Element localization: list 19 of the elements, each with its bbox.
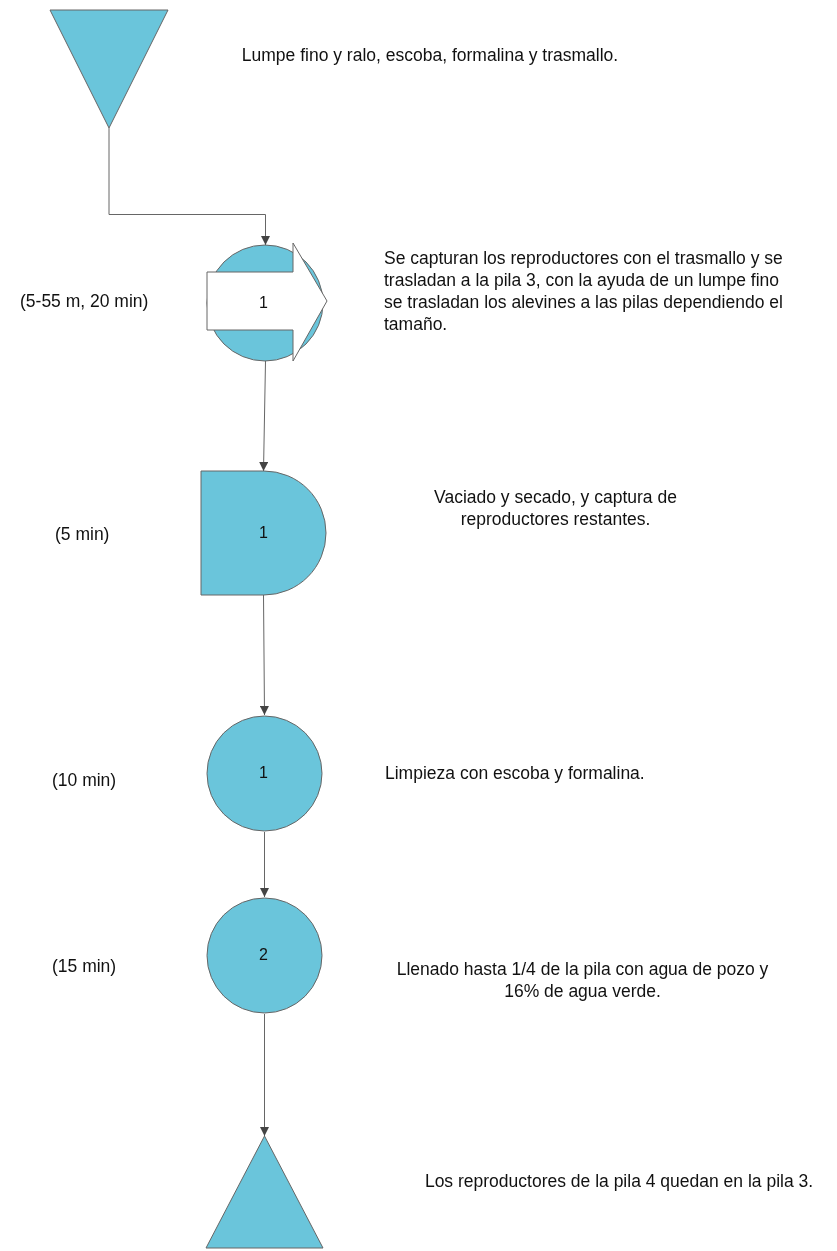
description-text: Limpieza con escoba y formalina.	[385, 762, 646, 784]
duration-label: (15 min)	[52, 955, 118, 977]
description-text: Los reproductores de la pila 4 quedan en la pila 3.	[423, 1170, 815, 1192]
duration-label: (5 min)	[55, 523, 111, 545]
step-number: 1	[259, 764, 268, 782]
arrow	[108, 127, 270, 246]
arrow	[259, 360, 269, 472]
arrow	[260, 831, 269, 898]
arrow	[260, 1013, 269, 1137]
description-text: Se capturan los reproductores con el trasmallo y se trasladan a la pila 3, con la ayuda de un lumpe fino se trasladan los alevines a las pilas dependiendo el tamaño.	[384, 247, 784, 335]
duration-label: (10 min)	[52, 769, 118, 791]
step-number: 1	[259, 294, 268, 312]
description-text: Lumpe fino y ralo, escoba, formalina y trasmallo.	[240, 44, 620, 66]
step-number: 1	[259, 524, 268, 542]
description-text: Llenado hasta 1/4 de la pila con agua de pozo y 16% de agua verde.	[395, 958, 770, 1002]
step-number: 2	[259, 946, 268, 964]
duration-label: (5-55 m, 20 min)	[20, 290, 150, 312]
description-text: Vaciado y secado, y captura de reproductores restantes.	[433, 486, 678, 530]
arrow	[259, 594, 269, 716]
